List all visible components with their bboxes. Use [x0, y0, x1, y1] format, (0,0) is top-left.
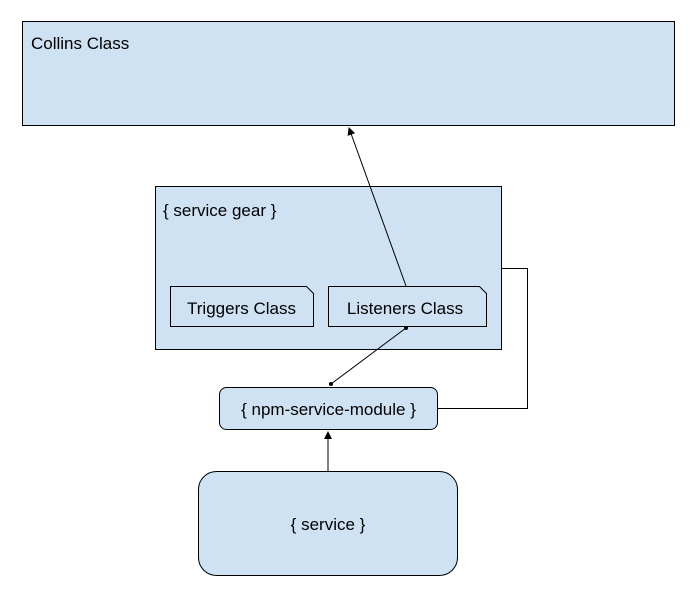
service-gear-label: { service gear } [163, 201, 277, 220]
collins-class-label: Collins Class [31, 34, 129, 53]
triggers-class-label: Triggers Class [187, 299, 296, 318]
listeners-class-label: Listeners Class [347, 299, 463, 318]
service-node: { service } [198, 471, 458, 576]
listeners-to-npm-connector [329, 326, 408, 386]
triggers-class-box [170, 286, 314, 327]
connector-dot-bottom [329, 382, 333, 386]
npm-service-module-box [219, 387, 438, 430]
npm-service-module-label: { npm-service-module } [241, 400, 416, 419]
collins-class-node: Collins Class [22, 21, 675, 126]
collins-class-box [22, 21, 675, 126]
service-box [198, 471, 458, 576]
listeners-to-collins-arrow [347, 127, 407, 287]
connector-dot-top [404, 326, 408, 330]
triggers-class-node: Triggers Class [170, 286, 314, 327]
service-label: { service } [291, 515, 366, 534]
npm-service-module-node: { npm-service-module } [219, 387, 438, 430]
listeners-class-node: Listeners Class [328, 286, 487, 327]
service-gear-to-npm-elbow [438, 268, 528, 409]
listeners-class-box [328, 286, 487, 327]
